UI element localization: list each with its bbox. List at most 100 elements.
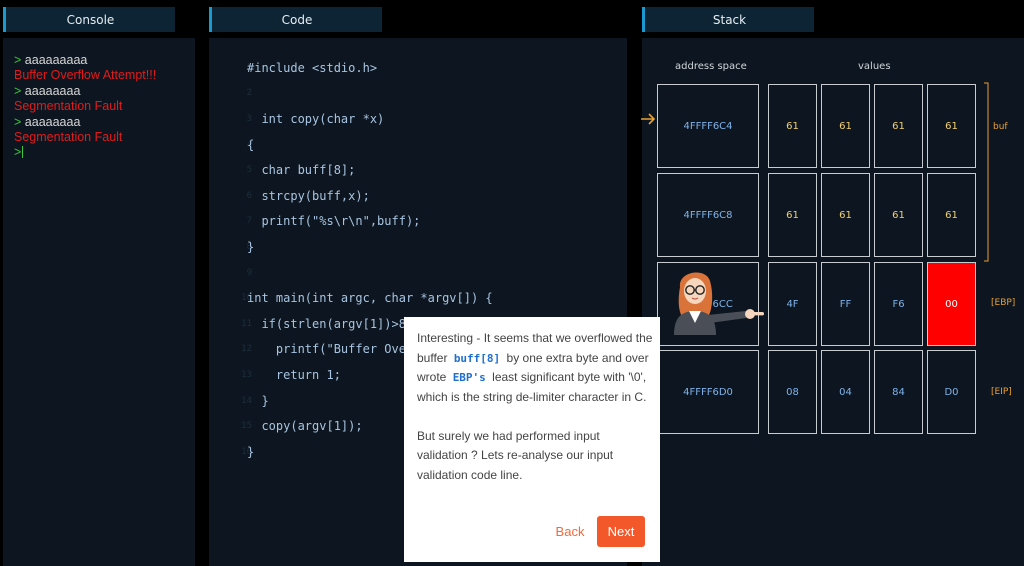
tab-stack[interactable]: Stack [642,7,814,32]
stack-value-cell: 61 [768,84,817,168]
stack-value-cell: 61 [927,84,976,168]
code-text: copy(argv[1]); [247,419,363,434]
code-text: if(strlen(argv[1])>8 [247,316,406,331]
line-number: 7 [246,216,252,227]
console-error: Segmentation Fault [14,99,123,114]
code-line: 13 return 1; [0,362,630,388]
stack-value-cell-highlighted: 00 [927,262,976,346]
code-line: 15 copy(argv[1]); [0,413,630,439]
code-line: 3 int copy(char *x) [0,106,630,132]
code-text: } [247,239,255,254]
stack-address-cell: 4FFFF6C4 [657,84,759,168]
stack-value-cell: 04 [821,350,870,434]
popup-code-buff: buff[8] [453,351,501,365]
code-text: strcpy(buff,x); [247,188,370,203]
line-number: 10 [241,293,252,304]
values-header: values [858,61,891,72]
code-text: { [247,137,255,152]
stack-value-cell: 61 [874,173,923,257]
code-text: printf("Buffer Over [247,342,414,357]
popup-text-1: Interesting - It seems that we overflowe… [417,331,653,365]
code-text: int main(int argc, char *argv[]) { [247,291,493,306]
line-number: 12 [241,344,252,355]
line-number: 16 [241,446,252,457]
console-cursor [22,146,24,159]
line-number: 4 [246,139,252,150]
address-space-header: address space [675,61,747,72]
tab-console-label: Console [66,12,115,27]
code-line: 7 printf("%s\r\n",buff); [0,209,630,235]
stack-value-cell: 61 [874,84,923,168]
console-command: > aaaaaaaa [14,84,156,99]
line-number: 15 [241,421,252,432]
line-number: 3 [246,113,252,124]
tab-code-label: Code [281,12,313,27]
console-prompt: > [14,114,22,129]
code-text: } [247,444,255,459]
code-text: #include <stdio.h> [247,60,378,75]
stack-value-cell: 4F [768,262,817,346]
popup-code-ebp: EBP's [452,371,486,384]
line-number: 2 [246,88,252,99]
popup-text-2: by one extra byte and over wrote [417,350,649,385]
line-number: 13 [241,369,252,380]
code-line: 11 if(strlen(argv[1])>8 [0,311,630,337]
code-line: 6 strcpy(buff,x); [0,183,630,209]
code-line: 9 [0,260,630,286]
console-prompt: > [14,145,22,160]
line-number: 6 [246,190,252,201]
tab-stack-label: Stack [712,12,747,27]
console-command-text: aaaaaaaa [24,114,81,129]
code-text: printf("%s\r\n",buff); [247,214,421,229]
code-line: 1#include <stdio.h> [0,55,630,81]
popup-text-3: least significant byte with '\0', which … [417,370,647,404]
popup-text: Interesting - It seems that we overflowe… [417,329,653,485]
console-command: > aaaaaaaa [14,115,156,130]
code-line: 8} [0,234,630,260]
eip-label: [EIP] [991,387,1012,397]
line-number: 5 [246,165,252,176]
console-prompt: > [14,53,22,67]
stack-value-cell: FF [821,262,870,346]
code-text: } [247,393,269,408]
stack-value-cell: F6 [874,262,923,346]
stack-value-cell: 61 [927,173,976,257]
stack-value-cell: 61 [768,173,817,257]
code-line: 5 char buff[8]; [0,157,630,183]
console-command: > aaaaaaaaa [14,53,156,68]
ebp-label: [EBP] [991,298,1016,308]
tab-code[interactable]: Code [209,7,382,32]
stack-pointer-arrow-icon [641,113,656,125]
stack-address-cell: 4FFFF6C8 [657,173,759,257]
code-text: char buff[8]; [247,163,356,178]
code-line: 16} [0,439,630,465]
stack-value-cell: 61 [821,173,870,257]
buf-label: buf [993,122,1008,132]
console-input-line[interactable]: > [14,145,156,160]
stack-value-cell: 61 [821,84,870,168]
line-number: 1 [246,62,252,73]
buf-bracket [984,82,989,262]
popup-text-4: But surely we had performed input valida… [417,428,614,482]
line-number: 14 [241,395,252,406]
console-error: Segmentation Fault [14,130,123,145]
stack-address-cell: 4FFFF6D0 [657,350,759,434]
line-number: 11 [241,318,252,329]
code-text: return 1; [247,367,341,382]
code-line: 2 [0,81,630,107]
stack-value-cell: D0 [927,350,976,434]
line-number: 9 [246,267,252,278]
code-line: 14 } [0,388,630,414]
code-text: int copy(char *x) [247,111,385,126]
console-prompt: > [14,83,22,98]
tab-console[interactable]: Console [3,7,175,32]
back-button[interactable]: Back [548,516,592,546]
stack-value-cell: 08 [768,350,817,434]
console-error: Buffer Overflow Attempt!!! [14,68,157,83]
console-command-text: aaaaaaaa [24,83,81,98]
stack-value-cell: 84 [874,350,923,434]
next-button[interactable]: Next [597,516,645,547]
